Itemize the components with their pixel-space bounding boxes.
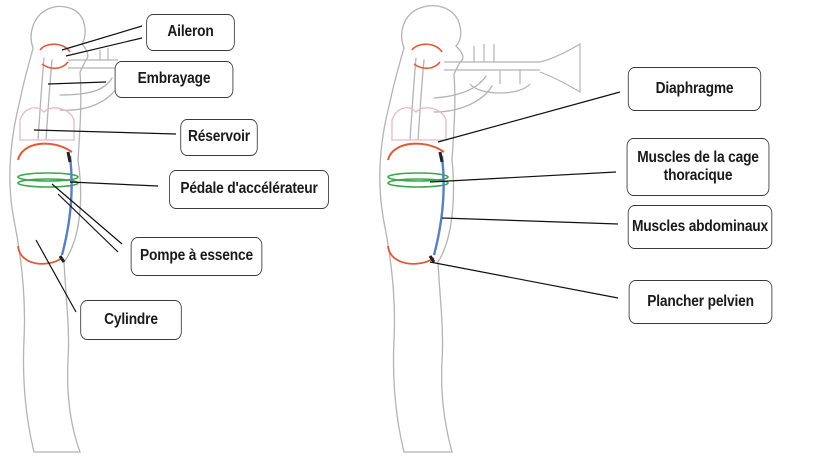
label-muscles-cage-line1: Muscles de la cage: [637, 148, 759, 166]
left-abdominals: [60, 155, 73, 256]
right-body-outline: [379, 5, 493, 453]
label-pompe: Pompe à essence: [130, 237, 263, 276]
label-diaphragme: Diaphragme: [627, 67, 762, 111]
right-trumpet: [444, 42, 581, 94]
label-cylindre: Cylindre: [80, 300, 182, 340]
left-figure: [9, 5, 177, 453]
right-rib-muscles: [387, 172, 449, 188]
left-diaphragm: [17, 142, 73, 161]
right-lungs: [391, 107, 447, 141]
right-mouth: [411, 43, 443, 70]
right-diaphragm: [387, 142, 445, 161]
label-embrayage: Embrayage: [114, 61, 234, 98]
left-body-outline: [9, 5, 121, 453]
left-leader-lines: [33, 25, 177, 313]
left-rib-muscles: [17, 172, 79, 188]
label-aileron: Aileron: [146, 14, 235, 51]
label-abdominaux: Muscles abdominaux: [627, 205, 773, 249]
left-lungs: [19, 107, 75, 141]
right-pelvic: [387, 245, 435, 265]
label-plancher: Plancher pelvien: [628, 280, 773, 324]
right-leader-lines: [429, 91, 621, 299]
left-pelvic: [17, 245, 63, 265]
label-muscles-cage-line2: thoracique: [663, 167, 733, 184]
label-reservoir: Réservoir: [180, 119, 258, 156]
label-muscles-cage: Muscles de la cage thoracique: [626, 138, 770, 196]
left-mouth: [39, 43, 71, 70]
label-pedale: Pédale d'accélérateur: [169, 170, 329, 209]
right-figure: [379, 5, 621, 453]
right-abdominals: [432, 155, 445, 256]
left-trumpet: [68, 48, 118, 69]
